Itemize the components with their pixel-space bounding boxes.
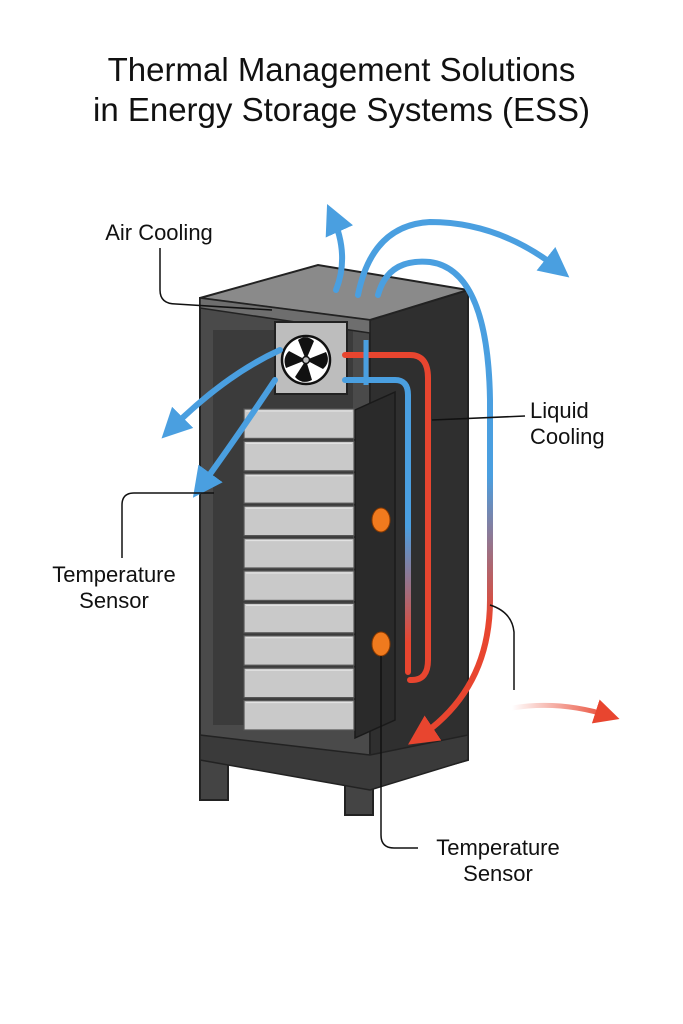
label-liquid-cooling: Liquid Cooling <box>530 398 605 449</box>
battery-module <box>243 408 355 439</box>
battery-module <box>243 537 355 569</box>
label-temp-sensor-left: Temperature Sensor <box>52 562 176 613</box>
title-line-1: Thermal Management Solutions <box>107 51 576 88</box>
liquid-cooling-pipe-cold <box>342 377 411 675</box>
diagram-title: Thermal Management Solutions in Energy S… <box>0 50 683 130</box>
battery-module <box>243 699 355 731</box>
air-flow-loop <box>375 258 493 745</box>
title-line-2: in Energy Storage Systems (ESS) <box>92 91 591 128</box>
battery-module <box>243 505 355 537</box>
sensor-dot-icon <box>371 507 391 533</box>
battery-module <box>243 473 355 504</box>
callout-line-air-cooling <box>159 248 273 311</box>
label-temp-sensor-bottom: Temperature Sensor <box>436 835 560 886</box>
battery-module-stack <box>243 408 355 731</box>
battery-module <box>243 635 355 666</box>
battery-module <box>243 440 355 472</box>
liquid-cooling-pipe-hot <box>342 352 431 683</box>
rack-side-panel <box>354 390 396 740</box>
sensor-dot-icon <box>371 631 391 657</box>
air-flow-arrow-top-left <box>325 204 354 293</box>
exhaust-arrow <box>509 699 620 724</box>
battery-module <box>243 570 355 601</box>
callout-line-temp-sensor-bottom <box>380 656 418 849</box>
air-flow-arrow-top-right <box>355 218 570 298</box>
cabinet-base <box>199 734 469 791</box>
battery-module <box>243 602 355 634</box>
callout-line-exhaust <box>489 604 515 690</box>
battery-module <box>243 667 355 699</box>
callout-line-liquid-cooling <box>431 415 526 421</box>
label-air-cooling: Air Cooling <box>105 220 213 245</box>
air-flow-arrow-left-lower <box>192 377 278 498</box>
air-flow-arrow-left-upper <box>161 347 283 439</box>
fan-unit <box>274 321 348 395</box>
callout-line-temp-sensor-left <box>121 492 214 558</box>
